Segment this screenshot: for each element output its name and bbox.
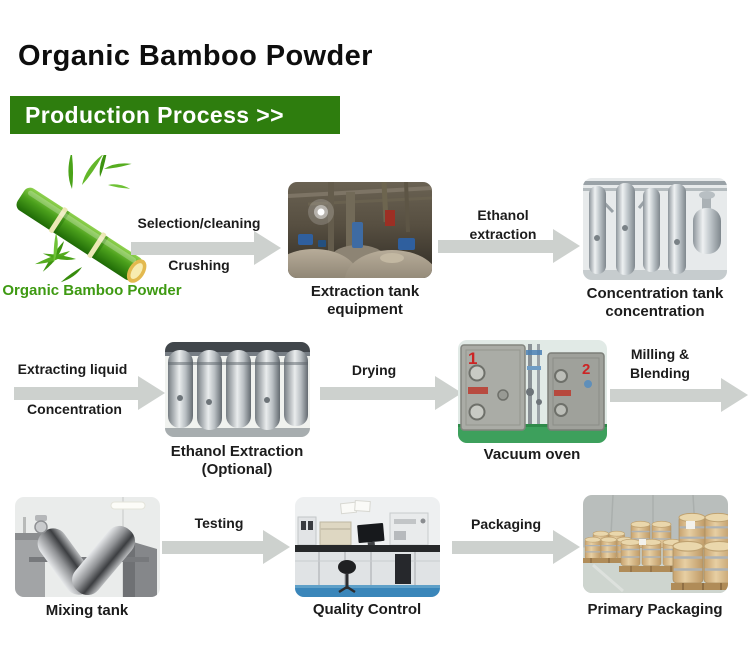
bamboo-caption: Organic Bamboo Powder (2, 282, 182, 299)
photo-vacuum-oven: 1 2 (458, 340, 607, 443)
arrow-ethanol-extraction (438, 229, 580, 263)
caption-extraction-tank: Extraction tank equipment (310, 283, 420, 318)
caption-quality-control: Quality Control (312, 601, 422, 618)
arrow-extracting-concentration (14, 376, 165, 410)
arrow-label-ethanol-extraction: Ethanol extraction (453, 206, 553, 244)
caption-concentration-line1: Concentration tank (586, 285, 724, 302)
arrow-drying (320, 376, 462, 410)
oven-number-2: 2 (582, 361, 590, 378)
arrow-label-milling-line2: Blending (630, 365, 690, 381)
caption-concentration-tank: Concentration tank concentration (565, 285, 745, 321)
caption-concentration-line2: concentration (605, 303, 705, 320)
arrow-label-concentration: Concentration (27, 401, 122, 417)
arrow-label-milling-line1: Milling & (630, 346, 690, 362)
arrow-label-drying: Drying (351, 362, 397, 378)
arrow-head-icon (553, 530, 580, 564)
caption-primary-packaging: Primary Packaging (587, 601, 723, 618)
page-title: Organic Bamboo Powder (18, 40, 373, 72)
arrow-head-icon (254, 231, 281, 265)
oven-number-1: 1 (468, 349, 477, 368)
arrow-label-extracting-liquid: Extracting liquid (17, 361, 128, 377)
caption-ethanol-line1: Ethanol Extraction (170, 443, 304, 460)
arrow-packaging (452, 530, 580, 564)
arrow-label-packaging: Packaging (470, 516, 542, 532)
photo-ethanol-extraction (165, 342, 310, 437)
production-process-banner: Production Process >> (10, 96, 340, 134)
arrow-label-ethanol-line1: Ethanol (477, 207, 529, 223)
arrow-head-icon (721, 378, 748, 412)
photo-concentration-tank (583, 178, 727, 280)
caption-ethanol-line2: (Optional) (201, 461, 273, 478)
photo-quality-control (295, 497, 440, 597)
arrow-label-selection-cleaning: Selection/cleaning (137, 215, 261, 231)
bamboo-illustration (12, 155, 167, 283)
photo-primary-packaging (583, 495, 728, 593)
arrow-head-icon (138, 376, 165, 410)
arrow-head-icon (263, 530, 290, 564)
arrow-testing (162, 530, 290, 564)
arrow-label-milling-blending: Milling & Blending (610, 345, 710, 383)
arrow-head-icon (553, 229, 580, 263)
arrow-label-ethanol-line2: extraction (469, 226, 537, 242)
photo-mixing-tank (15, 497, 160, 597)
caption-mixing-tank: Mixing tank (45, 602, 129, 619)
arrow-label-testing: Testing (194, 515, 244, 531)
arrow-milling-blending (610, 378, 748, 412)
caption-vacuum-oven: Vacuum oven (483, 446, 581, 463)
arrow-selection-crushing (131, 231, 281, 265)
arrow-label-crushing: Crushing (168, 257, 230, 273)
caption-ethanol-extraction: Ethanol Extraction (Optional) (157, 443, 317, 479)
photo-extraction-tank (288, 182, 432, 278)
arrow-head-icon (435, 376, 462, 410)
